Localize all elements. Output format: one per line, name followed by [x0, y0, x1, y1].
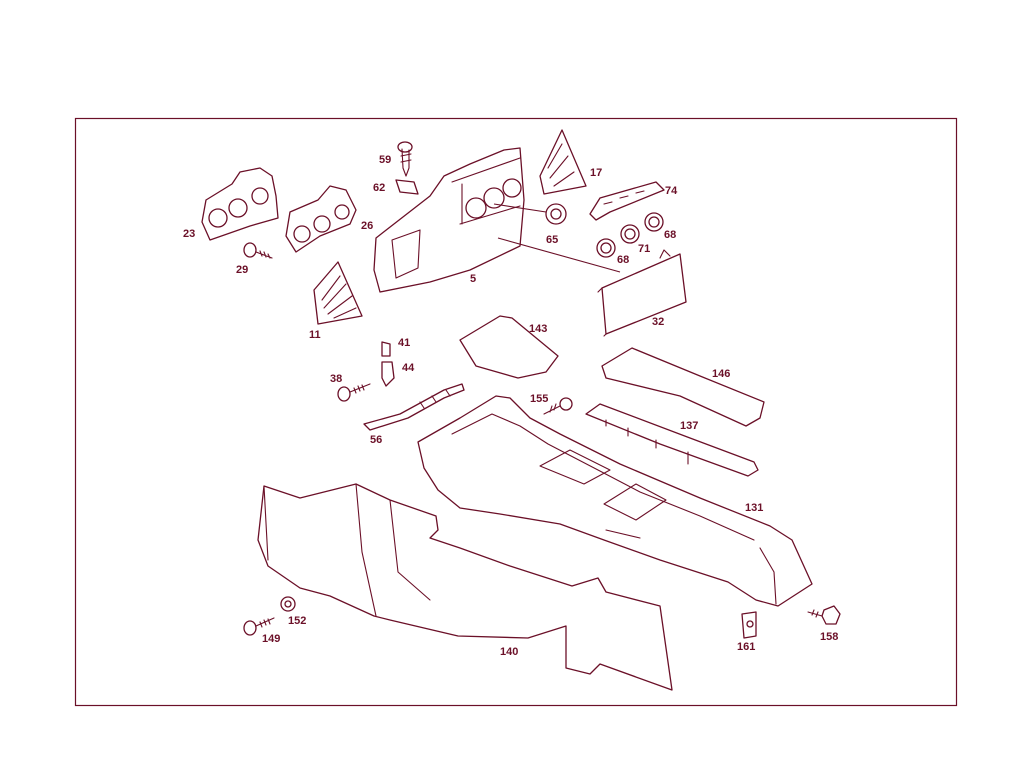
- callout-131: 131: [745, 502, 763, 514]
- part-11-air-vent[interactable]: [313, 261, 363, 325]
- callout-62: 62: [373, 182, 385, 194]
- part-68-knob[interactable]: [644, 212, 664, 232]
- callout-32: 32: [652, 316, 664, 328]
- callout-68-upper: 68: [664, 229, 676, 241]
- callout-71: 71: [638, 243, 650, 255]
- diagram-frame: [74, 117, 958, 707]
- callout-68-lower: 68: [617, 254, 629, 266]
- part-26-trim-plate[interactable]: [285, 185, 357, 253]
- part-59-screw[interactable]: [397, 141, 413, 177]
- callout-38: 38: [330, 373, 342, 385]
- part-41-clip[interactable]: [381, 341, 391, 357]
- part-5-console-housing[interactable]: [373, 147, 525, 293]
- callout-56: 56: [370, 434, 382, 446]
- callout-5: 5: [470, 273, 476, 285]
- part-158-bolt[interactable]: [807, 605, 841, 625]
- part-146-armrest[interactable]: [601, 347, 765, 427]
- callout-41: 41: [398, 337, 410, 349]
- callout-17: 17: [590, 167, 602, 179]
- part-152-washer[interactable]: [280, 596, 296, 612]
- callout-140: 140: [500, 646, 518, 658]
- callout-161: 161: [737, 641, 755, 653]
- callout-11: 11: [309, 329, 321, 341]
- callout-26: 26: [361, 220, 373, 232]
- callout-65: 65: [546, 234, 558, 246]
- callout-152: 152: [288, 615, 306, 627]
- part-23-bezel[interactable]: [201, 167, 279, 241]
- part-155-screw[interactable]: [543, 397, 573, 415]
- part-137-trim-strip[interactable]: [585, 403, 759, 477]
- callout-23: 23: [183, 228, 195, 240]
- part-32-panel[interactable]: [597, 249, 687, 337]
- part-131-console-body[interactable]: [417, 395, 813, 607]
- callout-59: 59: [379, 154, 391, 166]
- part-56-bracket[interactable]: [363, 383, 465, 431]
- part-161-clip[interactable]: [741, 611, 757, 639]
- part-44-clip[interactable]: [381, 361, 395, 387]
- part-29-screw[interactable]: [243, 242, 273, 259]
- leader-32: [497, 237, 621, 273]
- callout-44: 44: [402, 362, 415, 374]
- part-62-clip[interactable]: [395, 179, 419, 195]
- callout-149: 149: [262, 633, 280, 645]
- callout-155: 155: [530, 393, 548, 405]
- part-38-screw[interactable]: [337, 383, 371, 402]
- callout-74: 74: [665, 185, 678, 197]
- part-17-air-vent[interactable]: [539, 129, 587, 195]
- part-140-lower-trim[interactable]: [257, 483, 673, 691]
- part-65-ring[interactable]: [545, 203, 567, 225]
- part-74-switch-panel[interactable]: [589, 181, 665, 221]
- callout-146: 146: [712, 368, 730, 380]
- leader-65: [493, 203, 547, 213]
- part-143-tray-mat[interactable]: [459, 315, 559, 379]
- callout-29: 29: [236, 264, 248, 276]
- part-68-knob-lower[interactable]: [596, 238, 616, 258]
- callout-143: 143: [529, 323, 547, 335]
- callout-137: 137: [680, 420, 698, 432]
- part-71-knob[interactable]: [620, 224, 640, 244]
- callout-158: 158: [820, 631, 838, 643]
- part-149-screw[interactable]: [243, 617, 275, 636]
